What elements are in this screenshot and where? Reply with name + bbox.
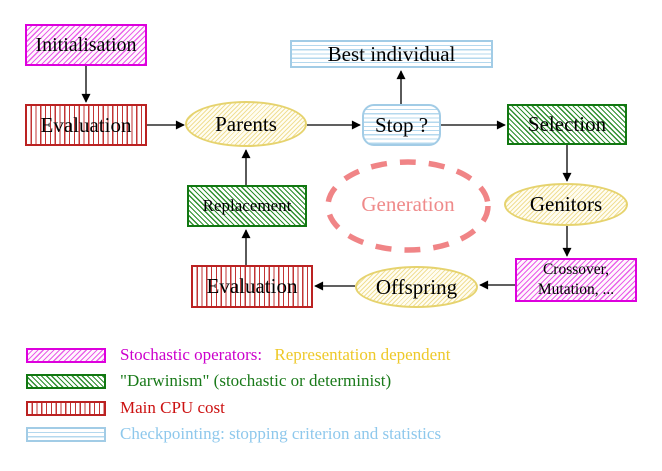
node-crossover-line2: Mutation, ... — [537, 281, 615, 298]
legend-label-darwinism: "Darwinism" (stochastic or determinist) — [120, 371, 392, 390]
legend-swatch-cyan-stripes — [26, 426, 106, 442]
node-parents-label: Parents — [215, 111, 277, 136]
node-crossover-mutation: Crossover, Mutation, ... — [515, 258, 637, 302]
generation-label: Generation — [361, 192, 455, 216]
legend-row-stochastic-operators: Stochastic operators: Representation dep… — [26, 345, 450, 365]
node-parents: Parents — [185, 101, 307, 147]
node-crossover-line1: Crossover, — [542, 261, 610, 279]
node-evaluation-top: Evaluation — [25, 104, 147, 146]
legend-swatch-green-hatch — [26, 373, 106, 389]
node-replacement: Replacement — [187, 185, 307, 227]
node-stop-label: Stop ? — [374, 112, 429, 137]
legend-row-checkpointing: Checkpointing: stopping criterion and st… — [26, 424, 441, 444]
node-selection: Selection — [507, 104, 627, 145]
legend-label-representation: Representation dependent — [274, 345, 451, 364]
node-evaluation-bottom: Evaluation — [191, 265, 313, 308]
legend-label-cpu-cost: Main CPU cost — [120, 398, 225, 417]
legend-row-darwinism: "Darwinism" (stochastic or determinist) — [26, 371, 391, 391]
legend-swatch-magenta-hatch — [26, 347, 106, 363]
node-initialisation: Initialisation — [25, 24, 147, 66]
node-offspring: Offspring — [355, 266, 478, 308]
generation-dashed-ellipse — [325, 159, 491, 253]
node-genitors-label: Genitors — [529, 192, 603, 216]
node-evaluation-top-label: Evaluation — [40, 112, 132, 137]
legend-row-cpu-cost: Main CPU cost — [26, 398, 225, 418]
node-genitors: Genitors — [504, 183, 628, 226]
legend-swatch-red-stripes — [26, 400, 106, 416]
legend-label-checkpointing: Checkpointing: stopping criterion and st… — [120, 424, 442, 443]
node-stop: Stop ? — [362, 104, 441, 146]
node-best-individual: Best individual — [290, 40, 493, 68]
legend-text-stochastic-operators: Stochastic operators: Representation dep… — [120, 345, 450, 365]
node-offspring-label: Offspring — [375, 274, 458, 299]
node-evaluation-bottom-label: Evaluation — [206, 274, 298, 298]
node-best-individual-label: Best individual — [327, 41, 456, 66]
node-initialisation-label: Initialisation — [35, 33, 137, 56]
legend-label-stochastic: Stochastic operators: — [120, 345, 263, 364]
node-selection-label: Selection — [527, 112, 607, 136]
node-replacement-label: Replacement — [202, 196, 292, 215]
